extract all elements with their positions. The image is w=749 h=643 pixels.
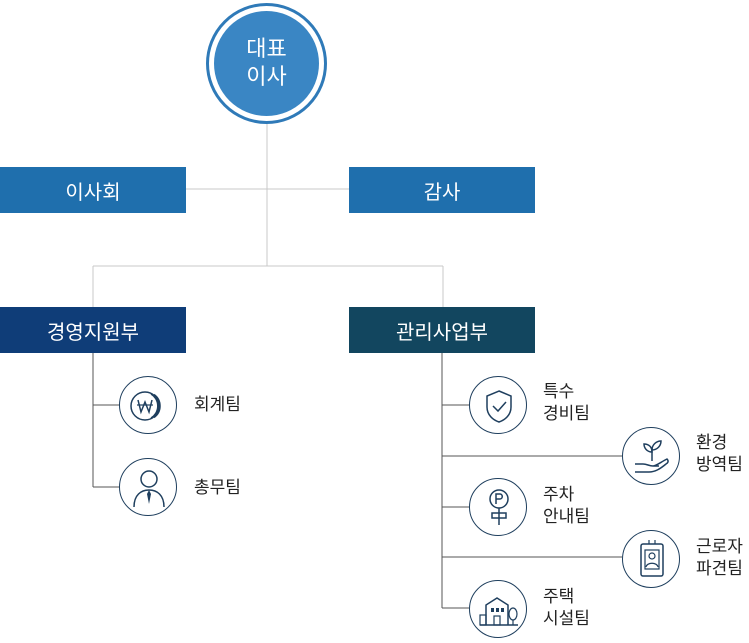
- team-general-affairs-label: 총무팀: [194, 478, 241, 498]
- person-tie-icon: [119, 458, 177, 516]
- team-special-security-line1: 특수: [543, 382, 575, 402]
- team-accounting-label: 회계팀: [194, 395, 241, 415]
- team-dispatch: 근로자 파견팀: [696, 536, 743, 580]
- dept-support-box: 경영지원부: [0, 307, 186, 353]
- team-general-affairs: 총무팀: [194, 477, 241, 499]
- won-coin-icon: [119, 376, 177, 434]
- ceo-circle: 대표 이사: [214, 11, 319, 116]
- id-card-icon: [622, 530, 680, 588]
- plant-hand-icon: [622, 427, 680, 485]
- dept-management-label: 관리사업부: [396, 319, 488, 344]
- team-parking: 주차 안내팀: [543, 484, 590, 528]
- audit-box: 감사: [349, 167, 535, 213]
- board-label: 이사회: [65, 179, 121, 204]
- shield-check-icon: [469, 376, 527, 434]
- ceo-node: 대표 이사: [206, 3, 327, 124]
- team-dispatch-line2: 파견팀: [696, 559, 743, 579]
- parking-sign-icon: [469, 478, 527, 536]
- team-special-security-line2: 경비팀: [543, 404, 590, 424]
- team-environment-line1: 환경: [696, 433, 728, 453]
- team-housing-line2: 시설팀: [543, 609, 590, 629]
- team-special-security: 특수 경비팀: [543, 381, 590, 425]
- team-parking-line2: 안내팀: [543, 507, 590, 527]
- ceo-label-line1: 대표: [246, 36, 287, 62]
- buildings-icon: [469, 580, 527, 638]
- ceo-label-line2: 이사: [246, 64, 287, 90]
- dept-support-label: 경영지원부: [47, 319, 139, 344]
- team-environment-line2: 방역팀: [696, 455, 743, 475]
- team-parking-line1: 주차: [543, 485, 575, 505]
- team-housing-line1: 주택: [543, 587, 575, 607]
- team-housing: 주택 시설팀: [543, 586, 590, 630]
- team-environment: 환경 방역팀: [696, 432, 743, 476]
- team-accounting: 회계팀: [194, 394, 241, 416]
- dept-management-box: 관리사업부: [349, 307, 535, 353]
- team-dispatch-line1: 근로자: [696, 537, 743, 557]
- board-box: 이사회: [0, 167, 186, 213]
- audit-label: 감사: [423, 179, 461, 204]
